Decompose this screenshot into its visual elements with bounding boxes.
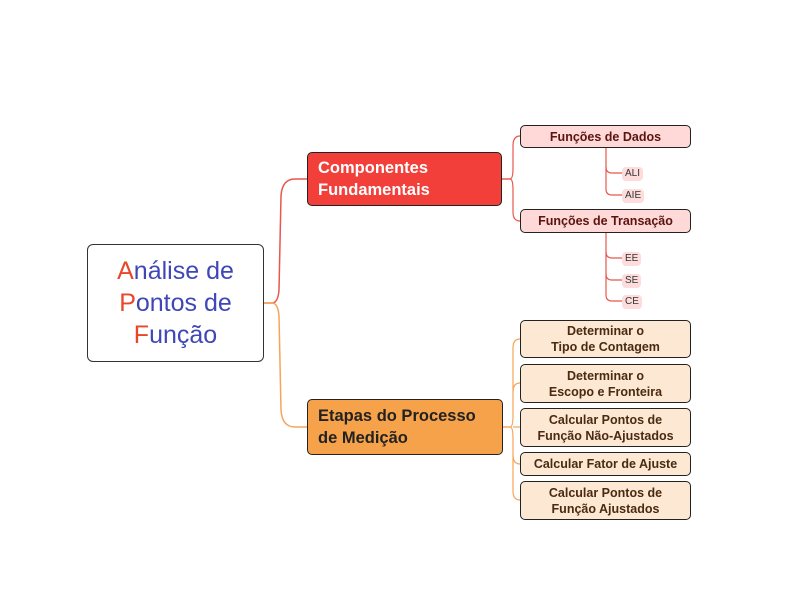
leaf-se[interactable]: SE bbox=[622, 274, 642, 288]
step-determine-count-type[interactable]: Determinar o Tipo de Contagem bbox=[520, 320, 691, 358]
connector-leaf-ee bbox=[605, 232, 622, 259]
connector-leaf-ce bbox=[605, 274, 622, 302]
connector-process-steps bbox=[503, 338, 521, 428]
branch-process-line-1: Etapas do Processo bbox=[318, 407, 476, 425]
step-adjustment-factor[interactable]: Calcular Fator de Ajuste bbox=[520, 452, 691, 476]
root-line-3: Função bbox=[133, 321, 218, 349]
step-determine-scope[interactable]: Determinar o Escopo e Fronteira bbox=[520, 364, 691, 403]
connector-leaf-aie bbox=[605, 167, 622, 196]
branch-components-line-2: Fundamentais bbox=[318, 181, 430, 199]
step-unadjusted-points[interactable]: Calcular Pontos de Função Não-Ajustados bbox=[520, 408, 691, 447]
leaf-ali[interactable]: ALI bbox=[622, 167, 644, 181]
branch-process-line-2: de Medição bbox=[318, 429, 408, 447]
leaf-ce[interactable]: CE bbox=[622, 295, 642, 309]
branch-process[interactable]: Etapas do Processo de Medição bbox=[307, 399, 503, 455]
sub-data-functions[interactable]: Funções de Dados bbox=[520, 125, 691, 148]
step-adjusted-points[interactable]: Calcular Pontos de Função Ajustados bbox=[520, 481, 691, 520]
sub-transaction-functions[interactable]: Funções de Transação bbox=[520, 209, 691, 233]
connector-leaf-se bbox=[605, 252, 622, 281]
branch-components-line-1: Componentes bbox=[318, 159, 429, 177]
branch-components[interactable]: Componentes Fundamentais bbox=[307, 152, 502, 206]
connector-root-components bbox=[264, 178, 307, 304]
root-line-2: Pontos de bbox=[119, 289, 232, 317]
connector-leaf-ali bbox=[605, 147, 622, 174]
connector-root-process bbox=[264, 302, 307, 428]
root-line-1: Análise de bbox=[117, 257, 234, 285]
root-topic[interactable]: Análise de Pontos de Função bbox=[87, 244, 264, 362]
connector-components-data bbox=[502, 135, 521, 180]
connector-components-transaction bbox=[502, 178, 521, 222]
leaf-aie[interactable]: AIE bbox=[622, 189, 645, 203]
leaf-ee[interactable]: EE bbox=[622, 252, 642, 266]
